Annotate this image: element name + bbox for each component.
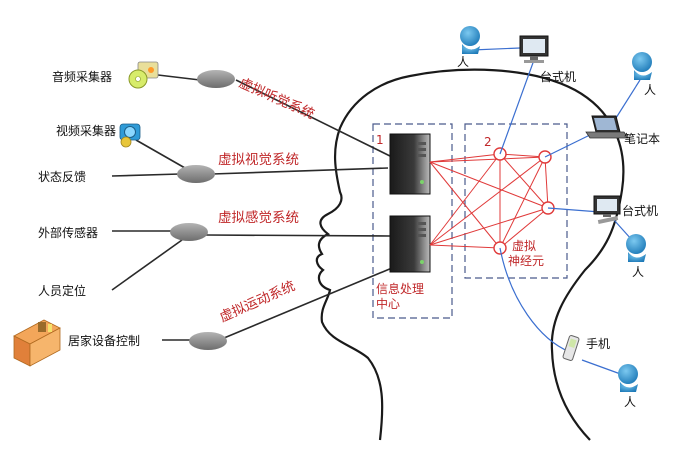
neural-network-lines <box>429 153 549 249</box>
center-label-line1: 信息处理 <box>376 281 424 296</box>
person-label: 人 <box>644 83 656 97</box>
phone-label: 手机 <box>586 337 610 351</box>
desktop-right-label: 台式机 <box>622 203 658 218</box>
person-icon <box>632 52 652 80</box>
neuron-label-line1: 虚拟 <box>512 239 536 253</box>
video-collector-label: 视频采集器 <box>56 123 116 138</box>
center-number: 1 <box>376 133 384 147</box>
neuron-number: 2 <box>484 135 492 149</box>
person-icon <box>626 234 646 262</box>
laptop-label: 笔记本 <box>624 131 660 146</box>
audio-collector-label: 音频采集器 <box>52 69 112 84</box>
neuron-label-line2: 神经元 <box>508 254 544 268</box>
desktop-computer-icon <box>593 195 621 225</box>
processing-center-box <box>372 123 453 319</box>
auditory-oval <box>197 70 235 88</box>
head-outline <box>315 68 625 441</box>
person-label: 人 <box>457 55 469 69</box>
motor-system-label: 虚拟运动系统 <box>217 278 298 326</box>
visual-system-label: 虚拟视觉系统 <box>218 152 299 168</box>
person-label: 人 <box>632 265 644 279</box>
home-device-icon <box>13 319 61 367</box>
desktop-top-label: 台式机 <box>540 69 576 84</box>
mobile-phone-icon <box>562 335 580 361</box>
server-tower-top <box>389 133 431 195</box>
auditory-system-label: 虚拟听觉系统 <box>236 75 317 123</box>
motor-oval <box>189 332 227 350</box>
personnel-location-label: 人员定位 <box>38 283 86 298</box>
person-icon <box>618 364 638 392</box>
center-label-line2: 中心 <box>376 296 400 311</box>
server-tower-bottom <box>389 215 431 273</box>
home-control-label: 居家设备控制 <box>68 333 140 348</box>
sensory-system-label: 虚拟感觉系统 <box>218 209 299 226</box>
sensory-oval <box>170 223 208 241</box>
input-lines <box>111 74 393 341</box>
person-icon <box>460 26 480 54</box>
person-label: 人 <box>624 395 636 409</box>
audio-collector-icon <box>128 61 159 89</box>
neuron-box <box>464 123 568 279</box>
visual-oval <box>177 165 215 183</box>
video-collector-icon <box>119 123 141 148</box>
device-connection-lines <box>471 47 641 377</box>
laptop-icon <box>585 115 629 139</box>
desktop-computer-icon <box>519 35 549 63</box>
status-feedback-label: 状态反馈 <box>38 170 86 184</box>
external-sensor-label: 外部传感器 <box>38 225 98 240</box>
